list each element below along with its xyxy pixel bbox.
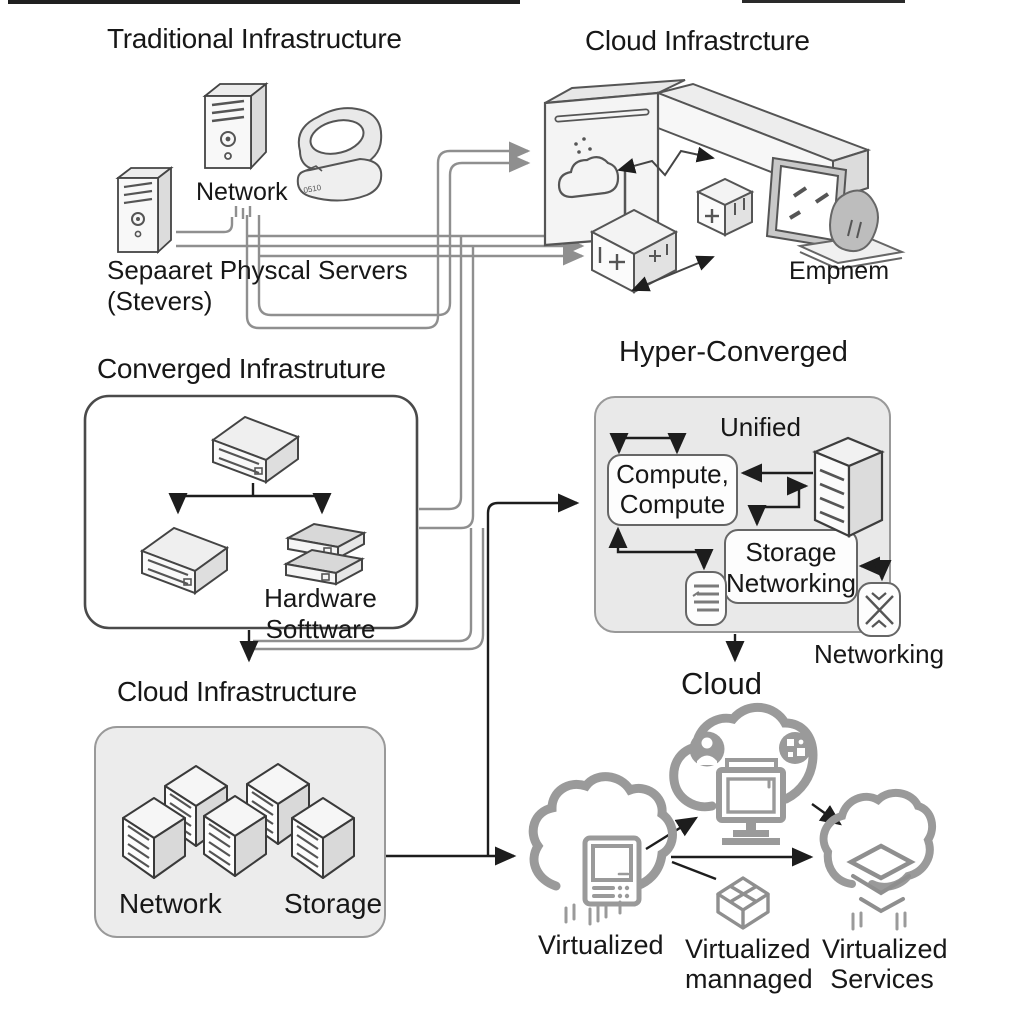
networking-label: Networking — [814, 639, 945, 669]
cloud-infra-title: Cloud Infrastructure — [117, 676, 357, 707]
software-label: Softtware — [265, 613, 376, 644]
plus-cube-small-icon — [695, 177, 755, 237]
storage-node-box — [724, 529, 858, 604]
list-icon — [685, 571, 727, 626]
virtualized-managed-label: Virtualized mannaged — [685, 934, 813, 994]
compute-line1: Compute, — [616, 459, 729, 489]
compute-node-label: Compute, Compute — [608, 459, 737, 519]
separate-servers-line1: Sepaaret Physcal Servers — [107, 255, 408, 285]
center-cloud-icon — [669, 702, 818, 845]
card-server-icon — [582, 835, 642, 907]
separate-servers-label: Sepaaret Physcal Servers (Stevers) — [107, 255, 408, 316]
hyper-title: Hyper-Converged — [619, 336, 848, 368]
stacked-switch-icon — [283, 522, 367, 586]
rack-appliance-left-icon — [139, 526, 230, 595]
server-tower-small-icon — [115, 166, 174, 255]
unified-label: Unified — [720, 412, 801, 442]
rack-appliance-top-icon — [210, 415, 301, 484]
server-tower-large-icon — [202, 82, 269, 171]
hyper-internal-arrows — [608, 432, 892, 582]
virtualized-label: Virtualized — [538, 930, 664, 960]
network-top-label: Network — [196, 178, 288, 206]
managed-line1: Virtualized — [685, 934, 811, 964]
service-ticks — [851, 911, 907, 931]
services-line2: Services — [830, 964, 934, 994]
storage-node-label: Storage Networking — [725, 537, 857, 599]
right-cloud-icon — [819, 788, 937, 931]
storage-line2: Networking — [725, 568, 857, 598]
converged-title: Converged Infrastruture — [97, 353, 386, 384]
storage-line1: Storage — [745, 537, 837, 567]
connector-lines — [176, 141, 585, 651]
router-code-label: 0510 — [303, 183, 323, 195]
converged-split-arrows — [168, 483, 332, 515]
network-bottom-label: Network — [119, 888, 222, 919]
layer-diamond-icon — [846, 843, 916, 914]
chip-badge-icon — [779, 732, 811, 764]
separate-servers-line2: (Stevers) — [107, 285, 213, 316]
cloud-top-title: Cloud Infrastrcture — [585, 25, 810, 56]
cloud-doodle-icon — [557, 137, 620, 199]
hardware-label: Hardware — [264, 583, 377, 613]
storage-bottom-label: Storage — [284, 888, 383, 919]
person-badge-icon — [689, 731, 725, 767]
hardware-software-label: Hardware Softtware — [253, 583, 388, 644]
monitor-icon — [716, 758, 786, 845]
left-cloud-icon — [528, 772, 677, 926]
drip-ticks — [564, 900, 622, 926]
empnem-label: Empnem — [789, 257, 890, 285]
managed-line2: mannaged — [685, 964, 813, 994]
traditional-title: Traditional Infrastructure — [107, 23, 402, 54]
hyper-server-icon — [812, 436, 885, 538]
cloud-panel-icon — [543, 79, 872, 247]
outlet-icon — [765, 156, 848, 250]
top-border-artifact — [8, 0, 905, 4]
cloud-title: Cloud — [681, 666, 762, 701]
plug-icon — [796, 189, 906, 271]
virtualized-services-label: Virtualized Services — [822, 934, 948, 994]
compute-line2: Compute — [619, 489, 726, 519]
router-device-icon: 0510 — [296, 107, 383, 202]
wireframe-box-icon — [716, 876, 770, 930]
mesh-icon — [857, 582, 901, 637]
floor-double-arrow — [631, 255, 715, 292]
compute-node-box — [607, 454, 738, 526]
services-line1: Virtualized — [822, 934, 948, 964]
